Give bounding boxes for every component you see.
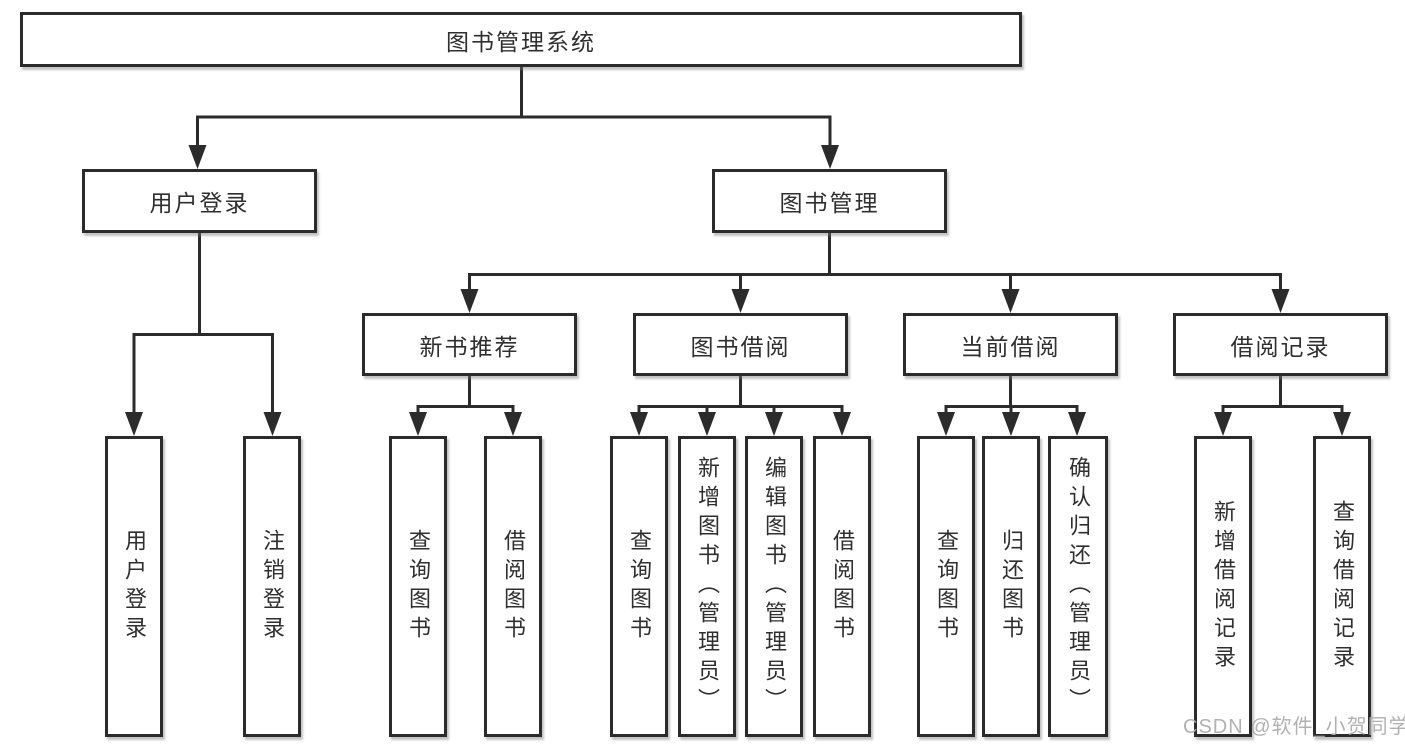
- csdn-watermark: CSDN @软件_小贺同学: [1183, 716, 1405, 738]
- leaf-query-books-3: 查询图书: [917, 436, 975, 737]
- leaf-add-book-admin: 新增图书（管理员）: [678, 436, 736, 737]
- arrowhead: [263, 412, 282, 436]
- node-label: 查询借阅记录: [1330, 499, 1355, 674]
- node-label: 注销登录: [260, 528, 285, 645]
- arrowhead: [1333, 412, 1351, 436]
- node-label: 确认归还（管理员）: [1066, 456, 1091, 717]
- node-label: 图书管理: [779, 190, 880, 216]
- connector-userlogin-to-leaves: [132, 233, 274, 416]
- arrowhead: [409, 412, 427, 436]
- arrowhead: [188, 145, 207, 169]
- node-label: 借阅记录: [1230, 333, 1331, 360]
- node-label: 借阅图书: [830, 528, 855, 645]
- leaf-return-book: 归还图书: [982, 436, 1040, 737]
- leaf-borrow-books-2: 借阅图书: [813, 436, 871, 737]
- leaf-add-borrow-record: 新增借阅记录: [1194, 436, 1252, 737]
- connector-bookborrow-to-leaves: [637, 376, 844, 418]
- node-user-login: 用户登录: [82, 169, 317, 233]
- leaf-query-borrow-record: 查询借阅记录: [1313, 436, 1371, 737]
- leaf-query-books-2: 查询图书: [610, 436, 668, 737]
- arrowhead: [504, 412, 522, 436]
- arrowhead: [460, 289, 479, 313]
- arrowhead: [1271, 289, 1290, 313]
- connector-bookmgmt-to-level3: [468, 233, 1282, 294]
- leaf-borrow-books-1: 借阅图书: [484, 436, 542, 737]
- arrowhead: [833, 412, 851, 436]
- node-label: 新书推荐: [419, 333, 520, 360]
- arrowhead: [1068, 412, 1086, 436]
- arrowhead: [630, 412, 648, 436]
- node-label: 图书借阅: [690, 333, 791, 360]
- node-label: 当前借阅: [960, 333, 1061, 360]
- node-label: 新增图书（管理员）: [695, 456, 720, 717]
- connector-arrowheads: [125, 145, 1351, 436]
- arrowhead: [125, 412, 143, 436]
- node-label: 用户登录: [122, 528, 147, 645]
- node-label: 图书管理系统: [446, 28, 596, 55]
- node-label: 用户登录: [149, 190, 250, 216]
- connector-root-to-level2: [196, 66, 832, 150]
- leaf-edit-book-admin: 编辑图书（管理员）: [745, 436, 803, 737]
- arrowhead: [765, 412, 783, 436]
- node-label: 查询图书: [627, 528, 652, 645]
- arrowhead: [731, 289, 750, 313]
- arrowhead: [1214, 412, 1232, 436]
- node-label: 编辑图书（管理员）: [762, 456, 787, 717]
- arrowhead: [937, 412, 955, 436]
- node-borrow-records: 借阅记录: [1173, 313, 1388, 376]
- connector-newbookrec-to-leaves: [416, 376, 515, 418]
- node-root: 图书管理系统: [20, 12, 1022, 67]
- connector-borrowrecords-to-leaves: [1221, 376, 1344, 418]
- connector-lines: [132, 66, 1344, 418]
- arrowhead: [1002, 412, 1020, 436]
- node-new-book-recommend: 新书推荐: [362, 313, 577, 376]
- arrowhead: [821, 145, 839, 169]
- leaf-logout: 注销登录: [243, 436, 301, 737]
- node-label: 新增借阅记录: [1211, 499, 1236, 674]
- arrowhead: [1001, 289, 1020, 313]
- leaf-query-books-1: 查询图书: [389, 436, 447, 737]
- node-book-borrow: 图书借阅: [633, 313, 848, 376]
- node-book-management: 图书管理: [712, 169, 947, 233]
- node-current-borrow: 当前借阅: [903, 313, 1118, 376]
- node-label: 查询图书: [406, 528, 431, 645]
- leaf-user-login: 用户登录: [105, 436, 163, 737]
- node-label: 查询图书: [934, 528, 959, 645]
- connector-currentborrow-to-leaves: [944, 376, 1079, 418]
- leaf-confirm-return-admin: 确认归还（管理员）: [1048, 436, 1108, 737]
- node-label: 归还图书: [999, 528, 1024, 645]
- node-label: 借阅图书: [501, 528, 526, 645]
- arrowhead: [698, 412, 716, 436]
